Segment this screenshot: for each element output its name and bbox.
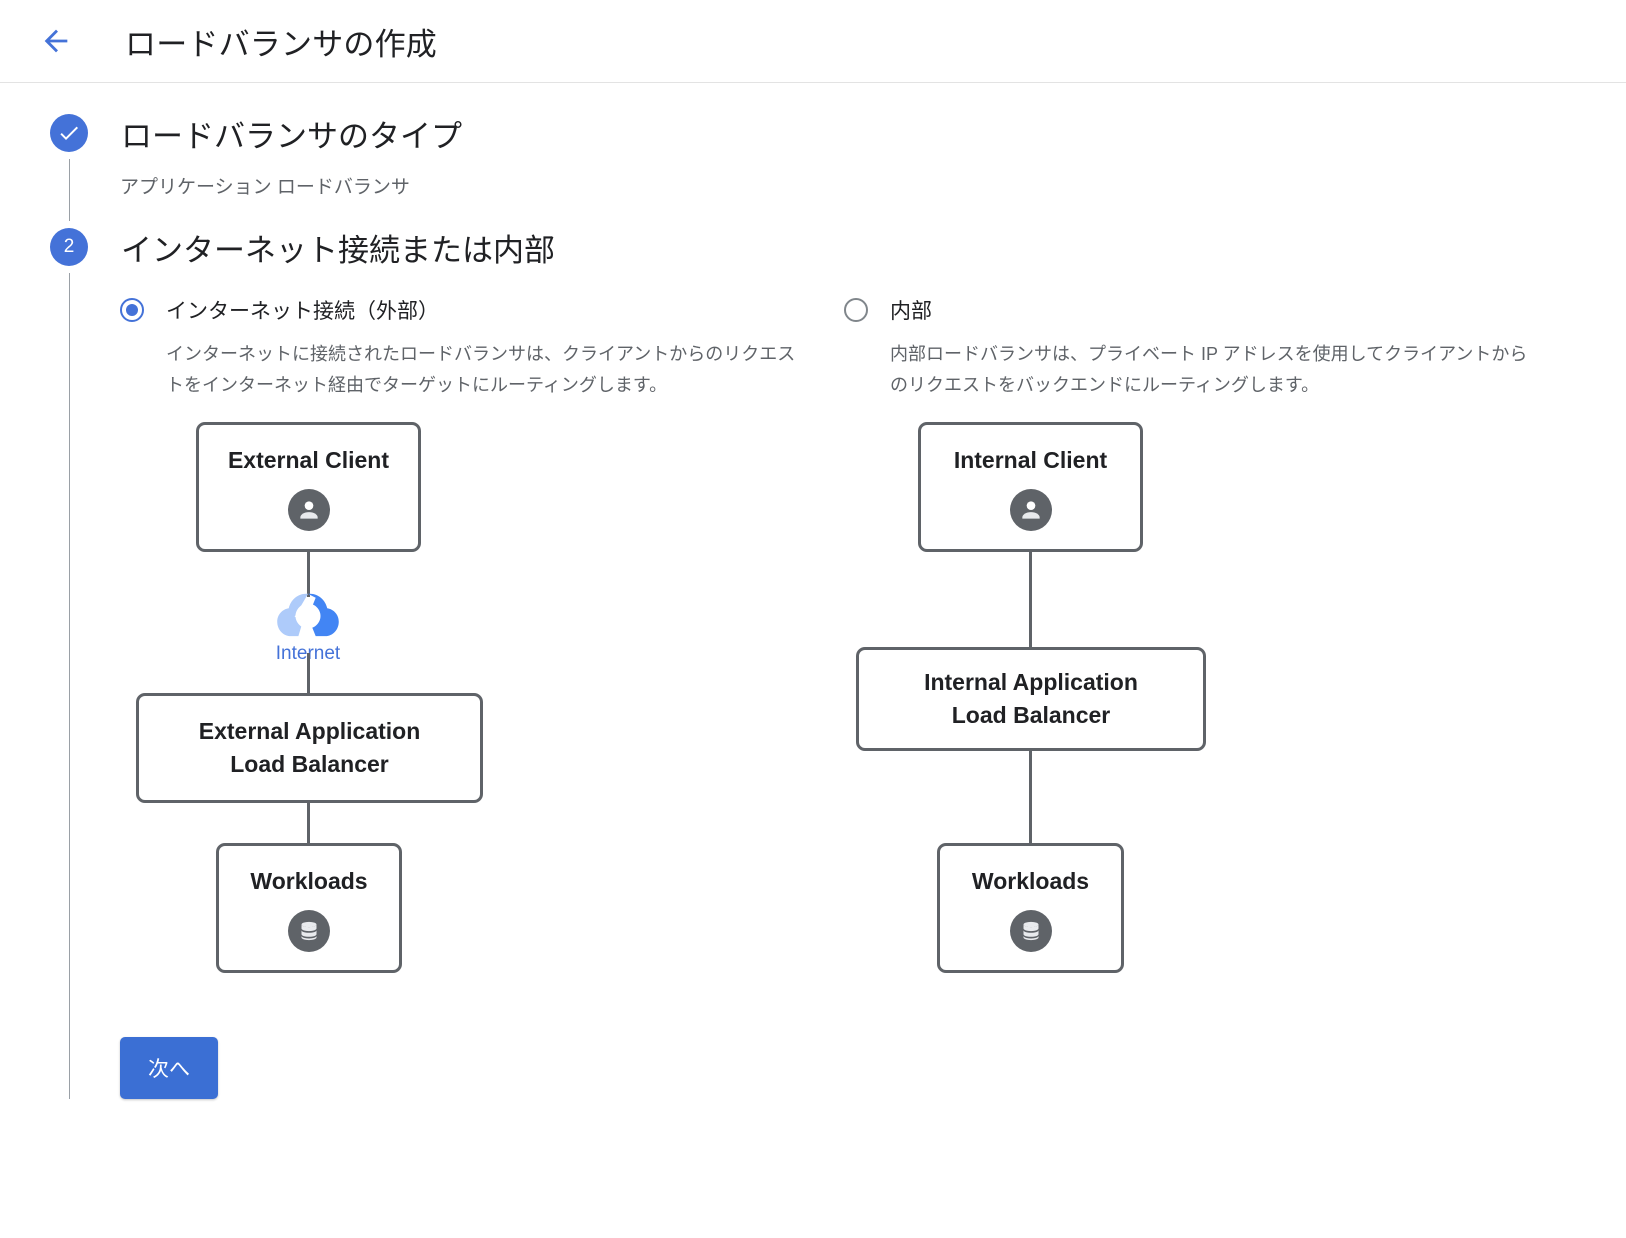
step-2-header[interactable]: 2 インターネット接続または内部 (0, 221, 1626, 273)
facing-options-group: インターネット接続（外部） インターネットに接続されたロードバランサは、クライア… (120, 273, 1626, 975)
radio-external-indicator[interactable] (120, 298, 144, 322)
connector-client-to-internet (307, 552, 310, 597)
radio-internal-label: 内部 (890, 300, 932, 323)
step-2-body: インターネット接続（外部） インターネットに接続されたロードバランサは、クライア… (69, 273, 1626, 1099)
connector-client-to-balancer (1029, 552, 1032, 648)
connector-balancer-to-workloads (1029, 751, 1032, 845)
diagram-node-external-load-balancer: External Application Load Balancer (136, 693, 483, 803)
arrow-left-icon (39, 24, 73, 58)
step-1-complete-marker (50, 114, 88, 152)
back-button[interactable] (32, 17, 80, 65)
external-lb-label-line1: External Application (198, 718, 421, 744)
database-icon (288, 909, 330, 952)
diagram-internal: Internal Client Int (844, 415, 1566, 975)
step-2-title: インターネット接続または内部 (121, 232, 555, 268)
diagram-node-internal-workloads: Workloads (937, 843, 1124, 973)
option-external-description: インターネットに接続されたロードバランサは、クライアントからのリクエストをインタ… (166, 344, 796, 395)
step-2-number-marker: 2 (50, 228, 88, 266)
diagram-node-internal-load-balancer: Internal Application Load Balancer (856, 647, 1206, 751)
person-icon (1009, 488, 1052, 531)
external-workloads-label: Workloads (250, 867, 368, 894)
connector-internet-to-balancer (307, 653, 310, 696)
top-app-bar: ロードバランサの作成 (0, 0, 1626, 83)
step-internet-facing-or-internal: 2 インターネット接続または内部 インターネット接続（外部） インターネットに接… (0, 221, 1626, 1099)
step-load-balancer-type: ロードバランサのタイプ アプリケーション ロードバランサ (0, 107, 1626, 221)
next-button[interactable]: 次へ (120, 1037, 218, 1099)
radio-external-label: インターネット接続（外部） (166, 300, 439, 323)
diagram-external: External Client (120, 415, 842, 975)
create-lb-stepper: ロードバランサのタイプ アプリケーション ロードバランサ 2 インターネット接続… (0, 83, 1626, 1099)
person-icon (287, 488, 330, 531)
radio-option-external[interactable]: インターネット接続（外部） (120, 295, 842, 325)
step-1-summary: アプリケーション ロードバランサ (120, 177, 410, 198)
option-external: インターネット接続（外部） インターネットに接続されたロードバランサは、クライア… (120, 295, 842, 975)
option-internal: 内部 内部ロードバランサは、プライベート IP アドレスを使用してクライアントか… (844, 295, 1566, 975)
diagram-node-external-workloads: Workloads (216, 843, 402, 973)
step-1-header[interactable]: ロードバランサのタイプ (0, 107, 1626, 159)
radio-option-internal[interactable]: 内部 (844, 295, 1566, 325)
diagram-node-internal-client: Internal Client (918, 422, 1143, 552)
internal-workloads-label: Workloads (971, 867, 1090, 894)
internal-client-label: Internal Client (953, 446, 1108, 473)
external-lb-label-line2: Load Balancer (230, 751, 389, 777)
check-icon (57, 121, 81, 145)
internal-lb-label-line1: Internal Application (924, 669, 1138, 695)
google-cloud-icon (277, 590, 339, 645)
diagram-node-external-client: External Client (196, 422, 421, 552)
internal-lb-label-line2: Load Balancer (951, 702, 1111, 728)
radio-internal-indicator[interactable] (844, 298, 868, 322)
page-title: ロードバランサの作成 (125, 26, 437, 62)
step-1-body: アプリケーション ロードバランサ (69, 159, 1626, 221)
step-1-title: ロードバランサのタイプ (121, 118, 462, 154)
database-icon (1009, 909, 1052, 952)
option-internal-description: 内部ロードバランサは、プライベート IP アドレスを使用してクライアントからのリ… (890, 344, 1528, 395)
external-client-label: External Client (227, 446, 390, 473)
connector-balancer-to-workloads (307, 803, 310, 845)
